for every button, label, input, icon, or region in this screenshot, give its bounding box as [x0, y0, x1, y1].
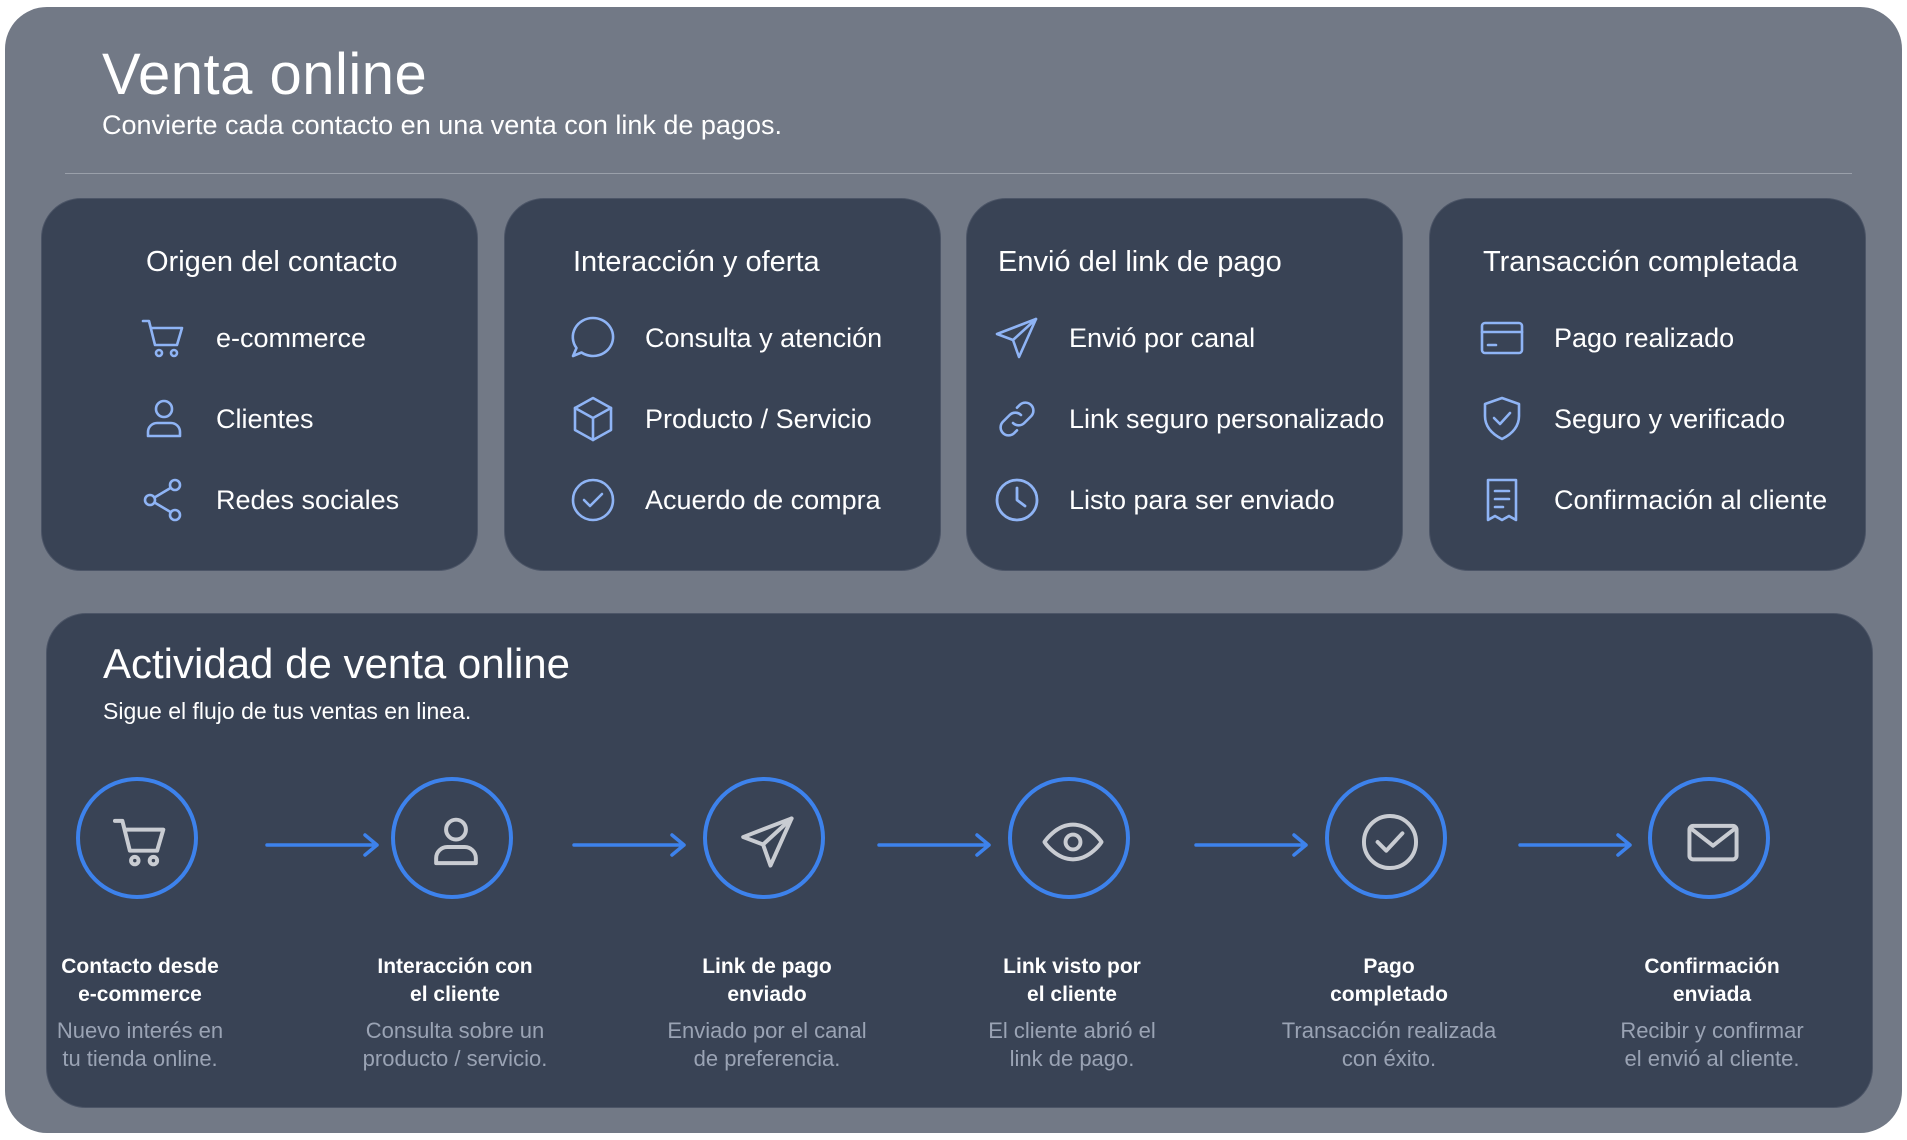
step-label: Interacción con el cliente: [377, 955, 533, 1006]
step-icon-circle: [1325, 777, 1447, 899]
card-item-label: Redes sociales: [216, 485, 400, 515]
step-description: Enviado por el canal de preferencia.: [667, 1018, 867, 1071]
card-item-label: Seguro y verificado: [1554, 404, 1786, 434]
step-description: Transacción realizada con éxito.: [1281, 1018, 1497, 1071]
cart-icon: [139, 313, 189, 363]
card-item-link-seguro: Link seguro personalizado: [967, 390, 1402, 450]
card-item-label: Consulta y atención: [645, 323, 883, 353]
cart-icon: [112, 818, 166, 867]
card-item-label: Confirmación al cliente: [1554, 485, 1828, 515]
card-title: Origen del contacto: [146, 246, 398, 278]
paper-plane-icon: [741, 816, 794, 868]
step-description: Recibir y confirmar el envió al cliente.: [1620, 1018, 1804, 1071]
step-label: Link visto por el cliente: [1003, 955, 1141, 1006]
flow-arrow: [265, 833, 383, 857]
card-item-clientes: Clientes: [42, 390, 477, 450]
activity-panel: Actividad de venta online Sigue el flujo…: [46, 613, 1873, 1108]
flow-arrow: [572, 833, 690, 857]
flow-arrow: [1518, 833, 1636, 857]
user-icon: [434, 817, 478, 866]
card-title: Transacción completada: [1483, 246, 1798, 278]
link-icon: [992, 394, 1042, 444]
step-icon-circle: [1008, 777, 1130, 899]
card-item-envio-canal: Envió por canal: [967, 309, 1402, 369]
check-circle-icon: [568, 475, 618, 525]
share-icon: [139, 475, 189, 525]
card-item-producto: Producto / Servicio: [505, 390, 940, 450]
flow-arrow: [877, 833, 995, 857]
step-label: Link de pago enviado: [702, 955, 832, 1006]
clock-icon: [992, 475, 1042, 525]
step-icon-circle: [391, 777, 513, 899]
card-item-ecommerce: e-commerce: [42, 309, 477, 369]
shield-check-icon: [1477, 394, 1527, 444]
card-item-pago-realizado: Pago realizado: [1430, 309, 1865, 369]
card-interaccion-y-oferta: Interacción y oferta Consulta y atención…: [504, 198, 941, 571]
credit-card-icon: [1477, 313, 1527, 363]
step-label: Pago completado: [1330, 955, 1448, 1006]
header-divider: [65, 173, 1852, 174]
card-item-confirmacion: Confirmación al cliente: [1430, 471, 1865, 531]
check-circle-icon: [1361, 813, 1419, 871]
step-label: Contacto desde e-commerce: [61, 955, 219, 1006]
eye-icon: [1042, 822, 1104, 862]
card-item-label: Producto / Servicio: [645, 404, 872, 434]
infographic-frame: Venta online Convierte cada contacto en …: [5, 7, 1902, 1133]
card-item-redes-sociales: Redes sociales: [42, 471, 477, 531]
step-label: Confirmación enviada: [1644, 955, 1780, 1006]
card-item-label: Link seguro personalizado: [1069, 404, 1385, 434]
card-title: Envió del link de pago: [998, 246, 1282, 278]
step-icon-circle: [703, 777, 825, 899]
card-item-label: Pago realizado: [1554, 323, 1735, 353]
box-icon: [568, 394, 618, 444]
card-item-acuerdo: Acuerdo de compra: [505, 471, 940, 531]
page-title: Venta online: [102, 42, 428, 107]
page-subtitle: Convierte cada contacto en una venta con…: [102, 110, 782, 140]
envelope-icon: [1687, 823, 1739, 862]
card-item-seguro-verificado: Seguro y verificado: [1430, 390, 1865, 450]
flow-arrow: [1194, 833, 1312, 857]
step-icon-circle: [76, 777, 198, 899]
card-item-label: Clientes: [216, 404, 314, 434]
card-item-consulta: Consulta y atención: [505, 309, 940, 369]
step-icon-circle: [1648, 777, 1770, 899]
activity-title: Actividad de venta online: [103, 640, 570, 687]
card-item-listo: Listo para ser enviado: [967, 471, 1402, 531]
card-item-label: Listo para ser enviado: [1069, 485, 1335, 515]
step-description: Nuevo interés en tu tienda online.: [56, 1018, 224, 1071]
card-title: Interacción y oferta: [573, 246, 820, 278]
user-icon: [139, 394, 189, 444]
card-item-label: Envió por canal: [1069, 323, 1256, 353]
card-item-label: Acuerdo de compra: [645, 485, 881, 515]
step-description: Consulta sobre un producto / servicio.: [362, 1018, 548, 1071]
step-description: El cliente abrió el link de pago.: [988, 1018, 1156, 1071]
chat-bubble-icon: [568, 313, 618, 363]
card-transaccion-completada: Transacción completada Pago realizado Se…: [1429, 198, 1866, 571]
paper-plane-icon: [992, 313, 1042, 363]
receipt-icon: [1477, 475, 1527, 525]
card-envio-del-link-de-pago: Envió del link de pago Envió por canal L…: [966, 198, 1403, 571]
card-origen-del-contacto: Origen del contacto e-commerce Clientes …: [41, 198, 478, 571]
card-item-label: e-commerce: [216, 323, 367, 353]
activity-subtitle: Sigue el flujo de tus ventas en linea.: [103, 698, 472, 724]
